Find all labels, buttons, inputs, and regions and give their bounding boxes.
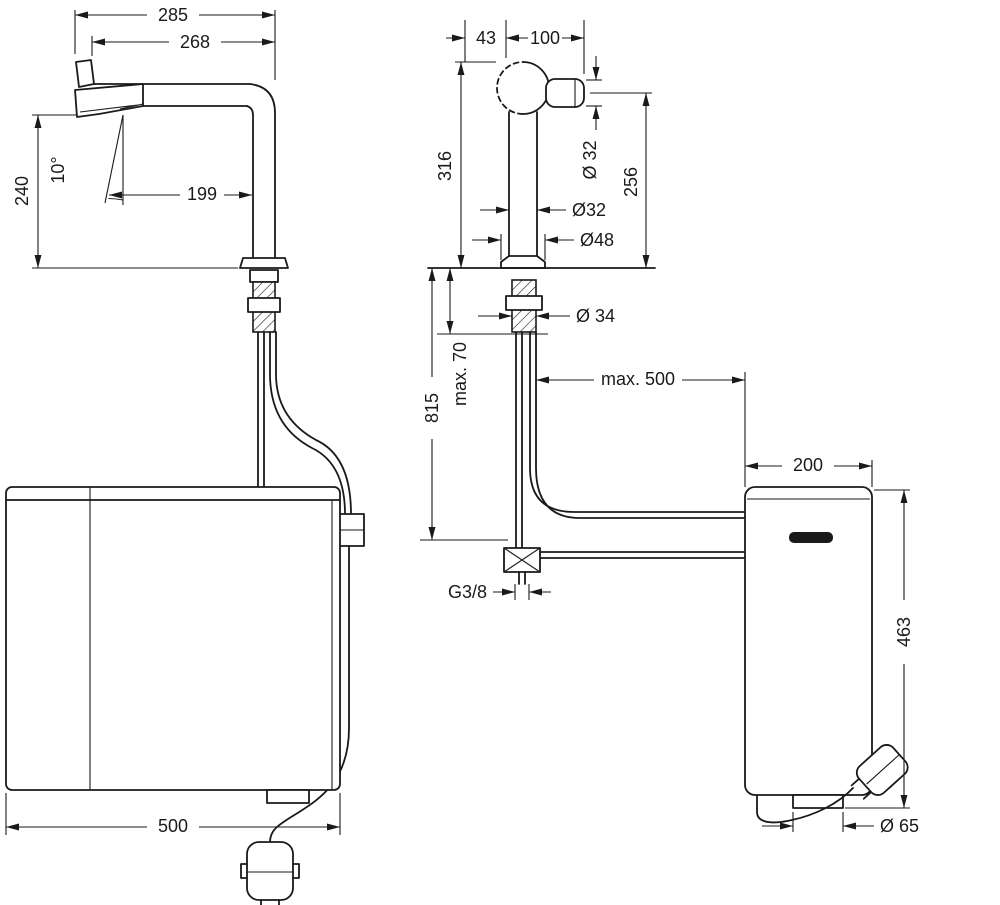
shank-nut — [247, 297, 281, 313]
front-view: 43 100 316 Ø 32 256 Ø32 Ø48 Ø 34 max. 70… — [420, 20, 746, 602]
power-cable — [269, 545, 350, 843]
spout-knob — [75, 59, 95, 88]
spout-circle-dashed — [496, 61, 524, 115]
valve-stem — [518, 571, 526, 585]
side-view: 285 268 240 10° 199 500 — [5, 4, 365, 905]
shank-collar — [249, 269, 279, 283]
dim-label-285: 285 — [158, 5, 188, 25]
elbow-inner — [246, 105, 254, 259]
plug-body — [246, 841, 294, 901]
hoses-front — [503, 331, 746, 585]
label-bg — [892, 600, 916, 664]
dim-label-200: 200 — [793, 455, 823, 475]
dim-label-foot-dia: Ø 65 — [880, 816, 919, 836]
dim-label-268: 268 — [180, 32, 210, 52]
label-bg — [420, 377, 444, 439]
unit-dimensions: 200 463 Ø 65 — [745, 455, 919, 836]
filter-unit — [744, 486, 909, 824]
plug-pin — [850, 777, 873, 800]
label-bg — [782, 455, 834, 477]
faucet-front — [427, 61, 656, 333]
hose-line — [269, 331, 346, 515]
dim-label-angle: 10° — [48, 156, 68, 183]
label-bg — [169, 31, 221, 53]
base-flare — [500, 255, 546, 269]
dim-label-256: 256 — [621, 167, 641, 197]
dim-label-240: 240 — [12, 176, 32, 206]
plug-clip — [292, 863, 300, 879]
unit-indicator-slot — [789, 532, 833, 543]
plug-clip — [240, 863, 248, 879]
dim-label-500: 500 — [158, 816, 188, 836]
label-bg — [594, 369, 682, 391]
dim-label-43: 43 — [476, 28, 496, 48]
dim-label-shank-dia: Ø 34 — [576, 306, 615, 326]
plug-pin — [260, 899, 280, 905]
dim-label-199: 199 — [187, 184, 217, 204]
dim-label-handle-dia: Ø 32 — [580, 140, 600, 179]
angle-slant-line — [104, 114, 124, 204]
front-dimensions: 43 100 316 Ø 32 256 Ø32 Ø48 Ø 34 max. 70… — [420, 20, 746, 602]
side-dimensions: 285 268 240 10° 199 500 — [5, 4, 341, 838]
dim-label-100: 100 — [530, 28, 560, 48]
spout-head — [74, 83, 144, 118]
label-bg — [147, 816, 199, 838]
dim-label-g38: G3/8 — [448, 582, 487, 602]
faucet-base — [239, 257, 289, 269]
elbow-outer — [249, 83, 276, 259]
power-cable — [756, 787, 854, 824]
shank-nut — [505, 295, 543, 311]
unit-foot — [266, 789, 310, 804]
dim-label-463: 463 — [894, 617, 914, 647]
dim-label-body-dia: Ø32 — [572, 200, 606, 220]
plug-detail — [866, 754, 900, 785]
unit-body — [5, 486, 341, 791]
valve-cross — [503, 547, 541, 573]
dim-label-max70: max. 70 — [450, 342, 470, 406]
hose-line — [529, 331, 746, 513]
unit-view: 200 463 Ø 65 — [744, 455, 919, 836]
dim-label-max500: max. 500 — [601, 369, 675, 389]
spout-head-detail — [79, 103, 144, 113]
hose-line — [275, 331, 352, 515]
label-bg — [528, 26, 562, 50]
faucet-side — [74, 59, 289, 333]
dim-label-815: 815 — [422, 393, 442, 423]
undersink-unit — [5, 486, 341, 804]
label-bg — [180, 184, 224, 206]
power-plug-left — [240, 841, 300, 905]
label-bg — [147, 4, 199, 26]
angle-arc — [108, 197, 124, 201]
power-plug-right — [850, 744, 909, 800]
handle — [545, 78, 585, 108]
dim-label-base-dia: Ø48 — [580, 230, 614, 250]
hose-line — [535, 331, 746, 519]
dim-label-316: 316 — [435, 151, 455, 181]
label-bg — [471, 26, 501, 50]
